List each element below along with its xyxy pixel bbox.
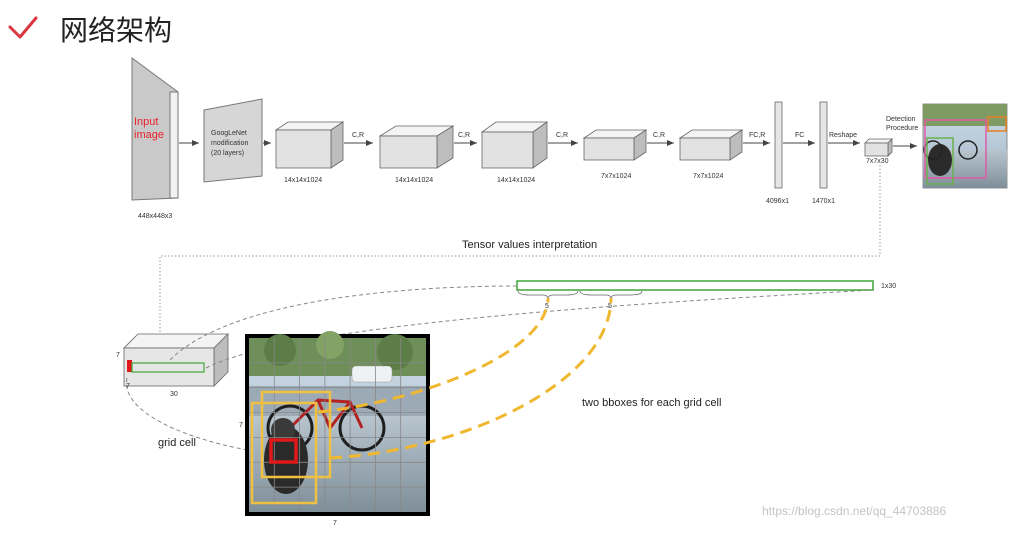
detection-line1: Detection (886, 116, 916, 123)
interpretation-heading: Tensor values interpretation (462, 239, 597, 251)
grid-h-label: 7 (239, 422, 243, 429)
block2-dim: 14x14x1024 (395, 177, 433, 184)
tensor-cube-7x7x30: 7 7 30 (116, 333, 229, 398)
block3-op: C,R (556, 132, 568, 139)
input-label-line2: image (134, 129, 164, 141)
fc-layer-1470: 1470x1 (812, 101, 835, 205)
block5-dim: 7x7x1024 (693, 173, 723, 180)
grid-cell-label: grid cell (158, 437, 196, 449)
block4-op: C,R (653, 132, 665, 139)
seg1-label: 5 (545, 303, 549, 310)
input-image-block: Input image 448x448x3 (131, 57, 179, 220)
conv-block-2: 14x14x1024 (378, 125, 455, 184)
cube-d-label: 30 (170, 391, 178, 398)
detection-result-image (922, 103, 1008, 189)
page-title: 网络架构 (60, 14, 172, 47)
seg2-label: 5 (608, 303, 612, 310)
block4-dim: 7x7x1024 (601, 173, 631, 180)
input-dim-label: 448x448x3 (138, 213, 172, 220)
vector-label: 1x30 (881, 283, 896, 290)
output-cube: 7x7x30 (864, 138, 893, 165)
block1-dim: 14x14x1024 (284, 177, 322, 184)
conv-block-1: 14x14x1024 (274, 121, 345, 184)
input-label-line1: Input (134, 116, 158, 128)
cube-h-label: 7 (116, 352, 120, 359)
output-dim: 7x7x30 (866, 158, 889, 165)
cube-w-label: 7 (126, 383, 130, 390)
grid-w-label: 7 (333, 520, 337, 527)
googlenet-line1: GoogLeNet (211, 130, 247, 137)
conv-block-4: 7x7x1024 (582, 129, 648, 180)
bbox-explanation-label: two bboxes for each grid cell (582, 397, 721, 409)
fc1-op: FC (795, 132, 804, 139)
fc2-dim: 1470x1 (812, 198, 835, 205)
fc2-op: Reshape (829, 132, 857, 139)
tensor-vector-1x30: 1x30 5 5 (516, 280, 896, 310)
block1-op: C,R (352, 132, 364, 139)
conv-block-5: 7x7x1024 (678, 129, 744, 180)
fc1-dim: 4096x1 (766, 198, 789, 205)
googlenet-block: GoogLeNet modification (20 layers) (203, 98, 263, 183)
block5-op: FC,R (749, 132, 765, 139)
block2-op: C,R (458, 132, 470, 139)
detection-line2: Procedure (886, 125, 918, 132)
conv-block-3: 14x14x1024 (480, 121, 549, 184)
grid-photo: 7 7 (239, 331, 430, 527)
checkmark-icon (8, 16, 38, 39)
googlenet-line3: (20 layers) (211, 150, 244, 157)
watermark-text: https://blog.csdn.net/qq_44703886 (762, 504, 946, 518)
block3-dim: 14x14x1024 (497, 177, 535, 184)
fc-layer-4096: 4096x1 (766, 101, 789, 205)
googlenet-line2: modification (211, 140, 248, 147)
